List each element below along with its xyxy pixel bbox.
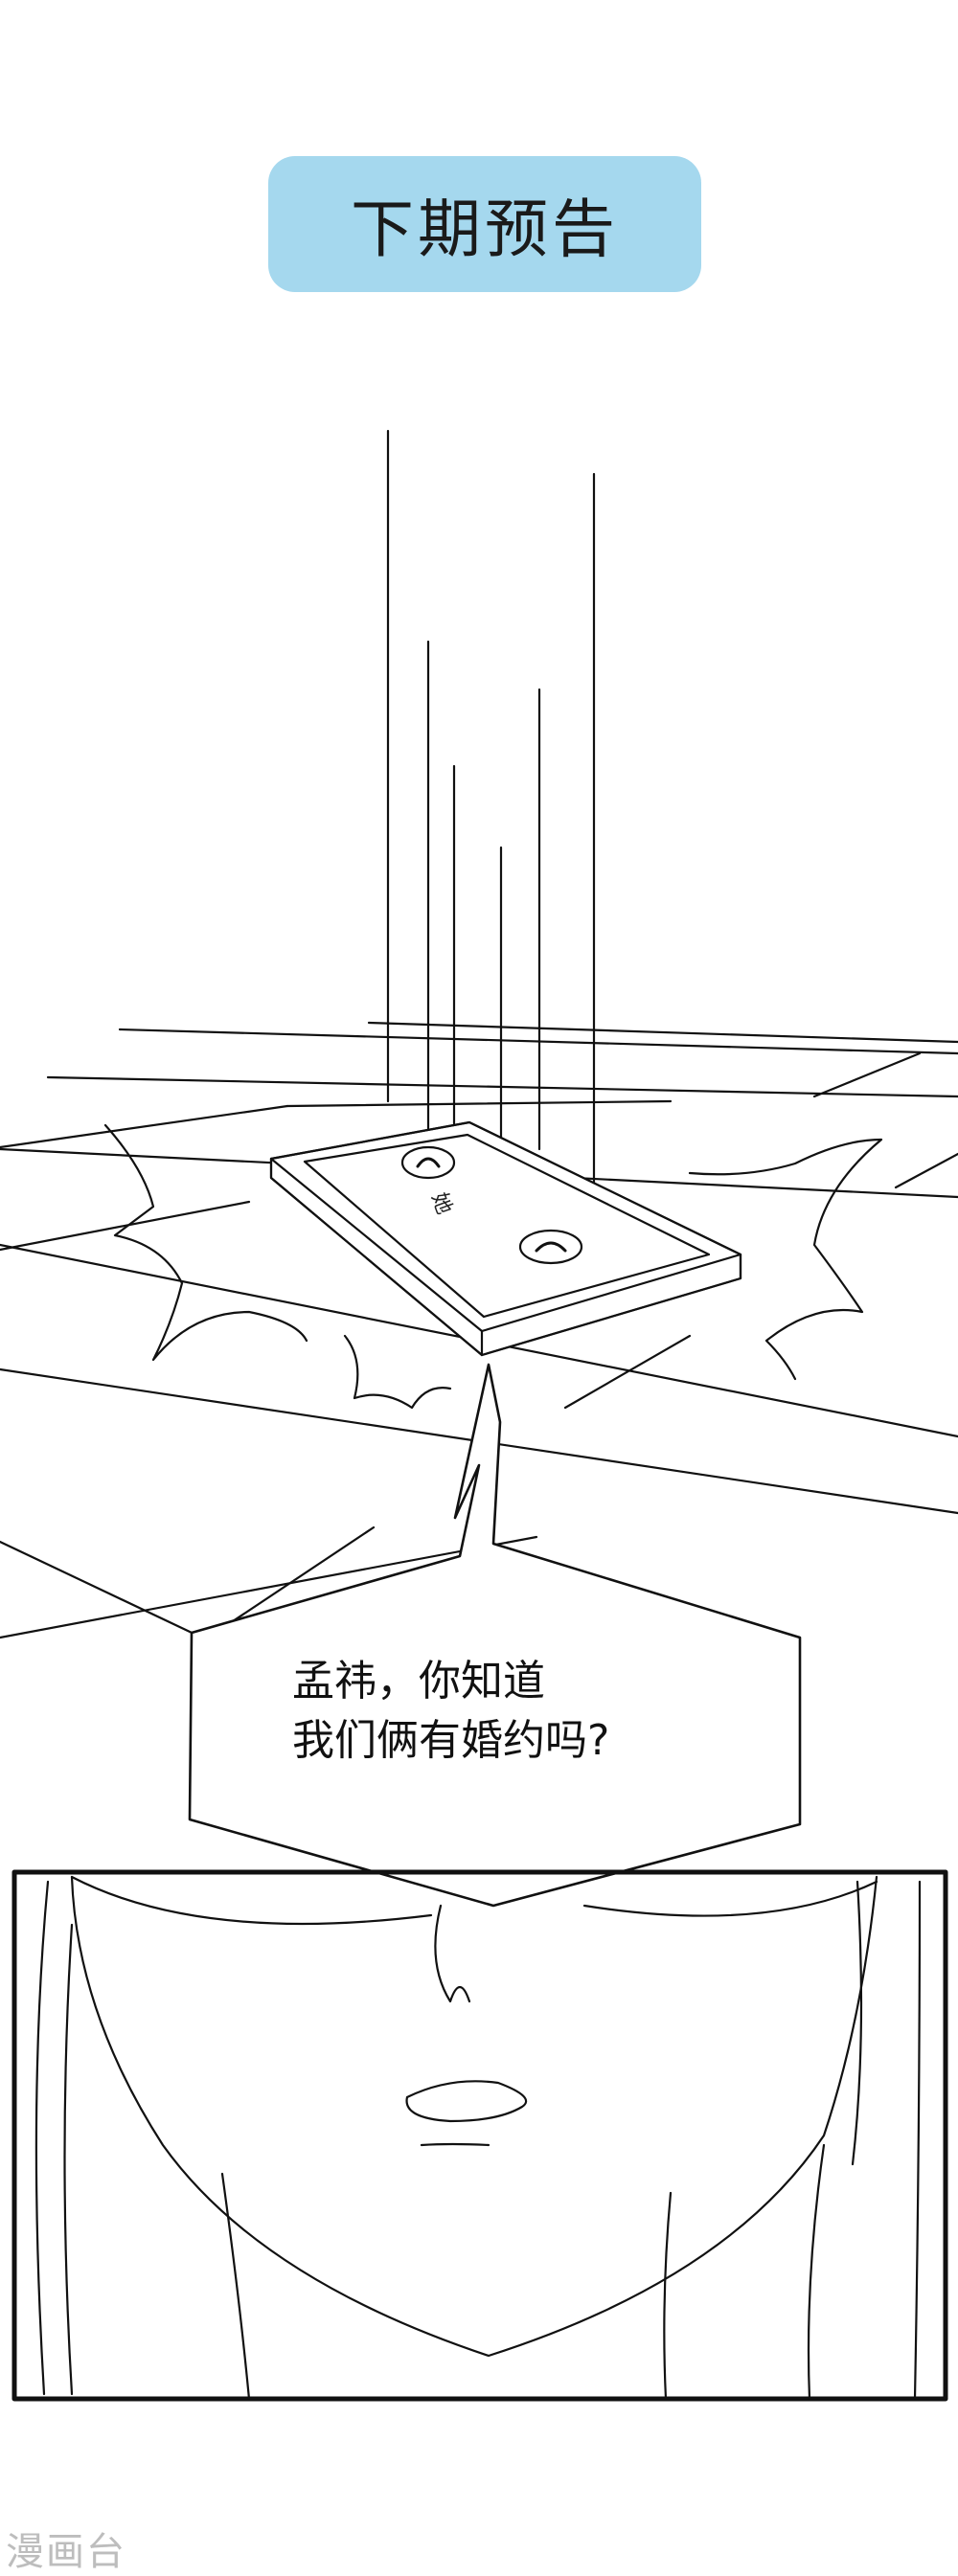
phone-illustration xyxy=(269,1120,742,1357)
next-episode-title: 下期预告 xyxy=(351,192,619,266)
bottom-panel-frame xyxy=(11,1869,948,2402)
answer-call-icon xyxy=(518,1229,583,1265)
dialogue-line-2: 我们俩有婚约吗? xyxy=(292,1716,610,1765)
speech-bubble-shape xyxy=(188,1363,802,1908)
face-illustration xyxy=(34,1875,922,2401)
impact-burst xyxy=(103,1123,883,1410)
next-episode-banner: 下期预告 xyxy=(268,156,701,292)
reject-call-icon xyxy=(400,1145,456,1180)
dialogue-line-1: 孟祎，你知道 xyxy=(292,1657,545,1706)
motion-lines xyxy=(386,429,596,1204)
speech-bubble-text: 孟祎，你知道 我们俩有婚约吗? xyxy=(292,1652,790,1771)
watermark-logo: 漫画台 xyxy=(6,2530,126,2574)
